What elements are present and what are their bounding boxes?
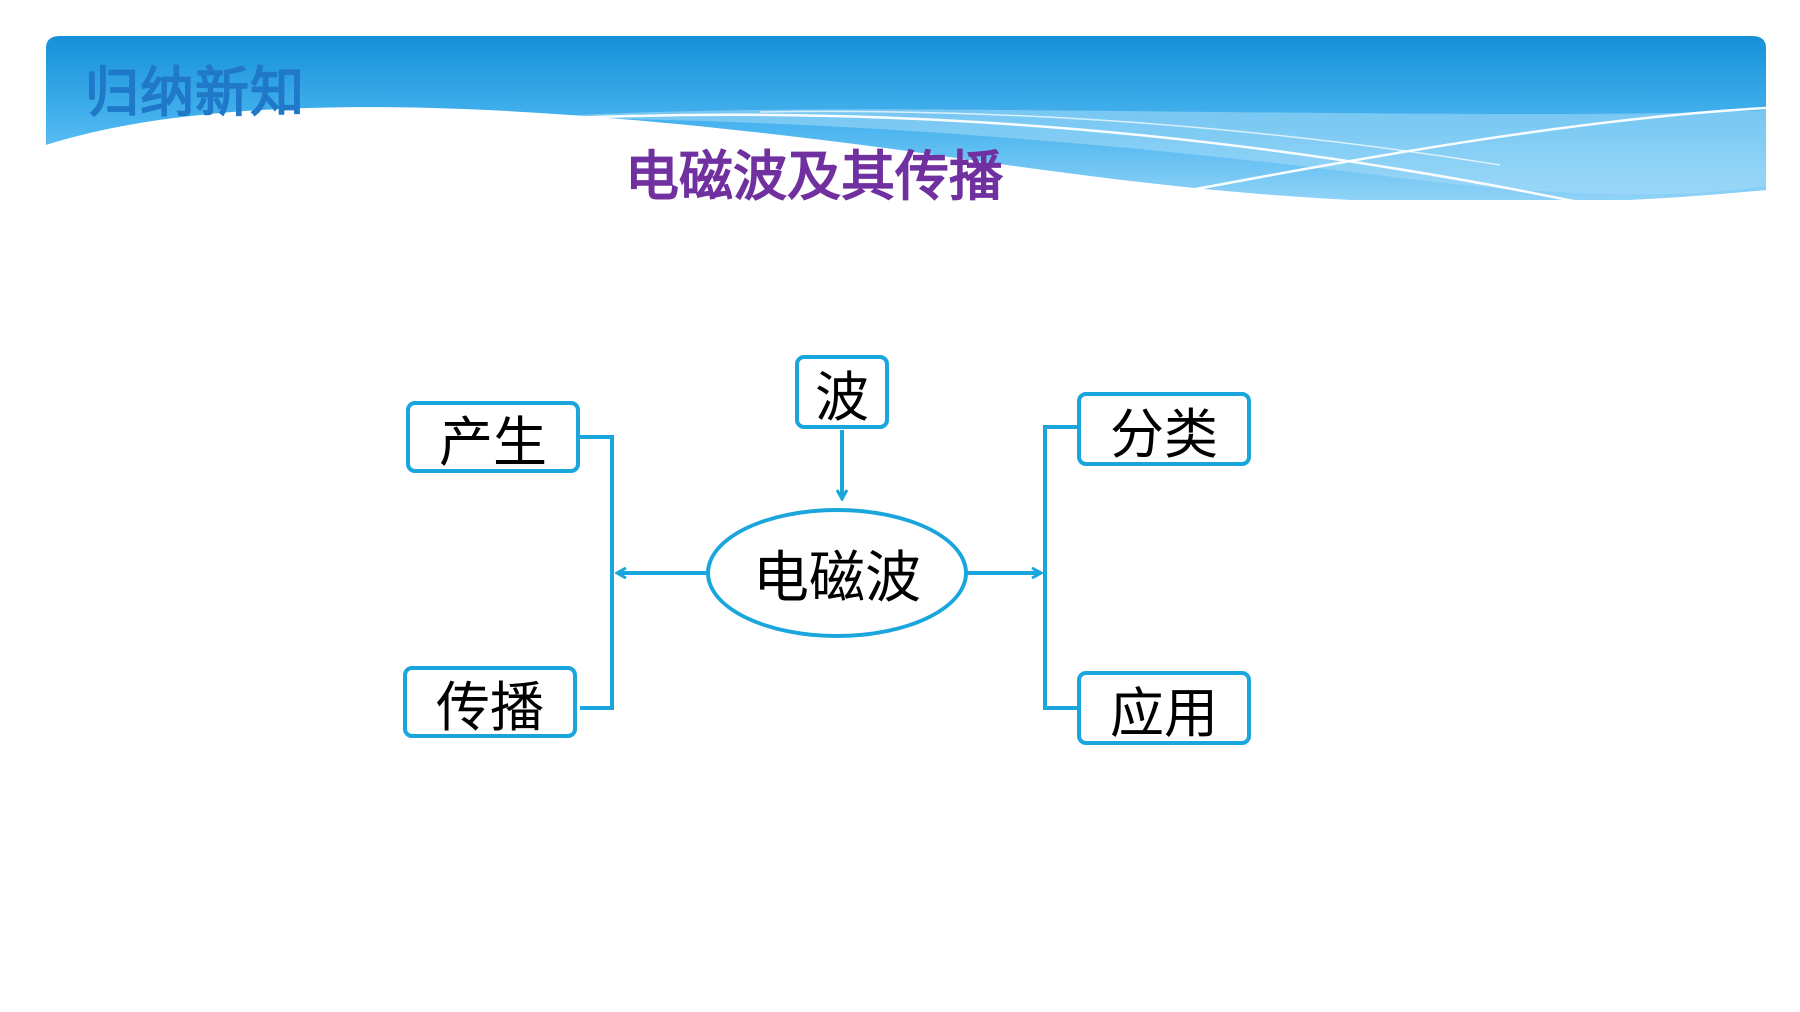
node-propagation-label: 传播: [436, 675, 544, 739]
node-classification: 分类: [1077, 392, 1251, 466]
node-classification-label: 分类: [1110, 402, 1218, 466]
node-application-label: 应用: [1110, 681, 1218, 745]
banner-white-line-2: [1109, 106, 1767, 207]
banner-white-line-3: [759, 110, 1501, 166]
header-banner: [46, 36, 1767, 260]
node-electromagnetic-wave-label: 电磁波: [753, 545, 921, 611]
node-electromagnetic-wave: 电磁波: [706, 508, 968, 638]
banner-white-line-1: [569, 113, 1641, 217]
banner-light-band: [520, 109, 1766, 195]
section-label: 归纳新知: [85, 61, 305, 124]
page-title: 电磁波及其传播: [625, 145, 1003, 208]
node-application: 应用: [1077, 671, 1251, 745]
node-generation-label: 产生: [439, 410, 547, 474]
node-generation: 产生: [406, 401, 580, 474]
node-wave-label: 波: [815, 365, 869, 429]
node-wave: 波: [795, 355, 889, 429]
banner-white-wave: [46, 107, 1766, 260]
left-bracket: [580, 435, 614, 710]
right-bracket: [1043, 425, 1077, 710]
node-propagation: 传播: [403, 666, 577, 739]
